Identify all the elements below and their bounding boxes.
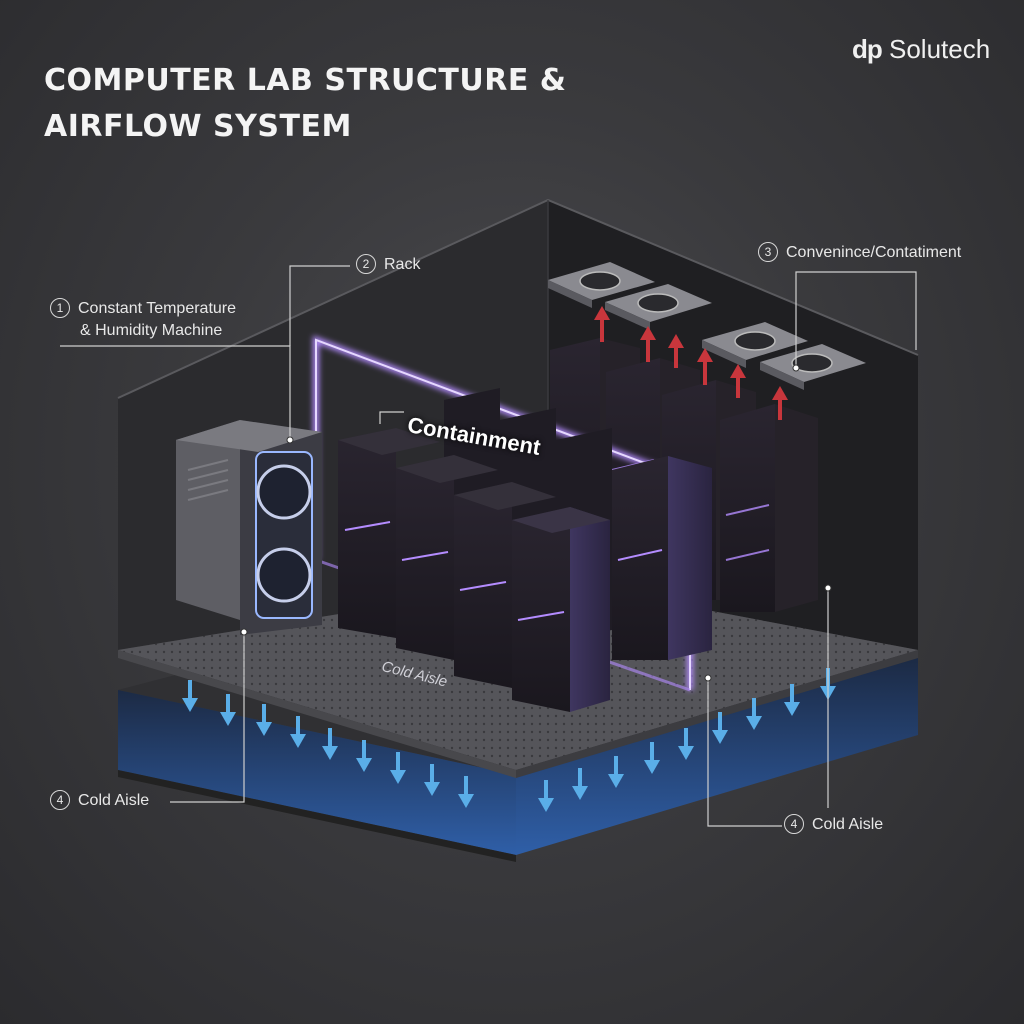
fan-icon — [258, 549, 310, 601]
callout-cold-aisle-left: 4 Cold Aisle — [50, 790, 149, 812]
callout-containment: 3 Convenince/Contatiment — [758, 242, 961, 264]
callout-number: 2 — [356, 254, 376, 274]
rack — [512, 507, 610, 712]
callout-label: Cold Aisle — [78, 792, 149, 809]
callout-number: 3 — [758, 242, 778, 262]
callout-label: Cold Aisle — [812, 816, 883, 833]
callout-label-line-1: Constant Temperature — [78, 300, 236, 317]
callout-label: Convenince/Contatiment — [786, 244, 961, 261]
callout-number: 4 — [50, 790, 70, 810]
fan-icon — [638, 294, 678, 312]
callout-humidity-machine: 1 Constant Temperature & Humidity Machine — [50, 298, 236, 342]
fan-icon — [258, 466, 310, 518]
callout-rack: 2 Rack — [356, 254, 420, 276]
fan-icon — [580, 272, 620, 290]
rack — [720, 404, 818, 612]
rack — [612, 456, 712, 660]
callout-number: 1 — [50, 298, 70, 318]
fan-icon — [735, 332, 775, 350]
humidity-machine — [176, 420, 322, 635]
callout-label-line-2: & Humidity Machine — [50, 320, 236, 342]
callout-cold-aisle-right: 4 Cold Aisle — [784, 814, 883, 836]
callout-label: Rack — [384, 256, 420, 273]
callout-number: 4 — [784, 814, 804, 834]
